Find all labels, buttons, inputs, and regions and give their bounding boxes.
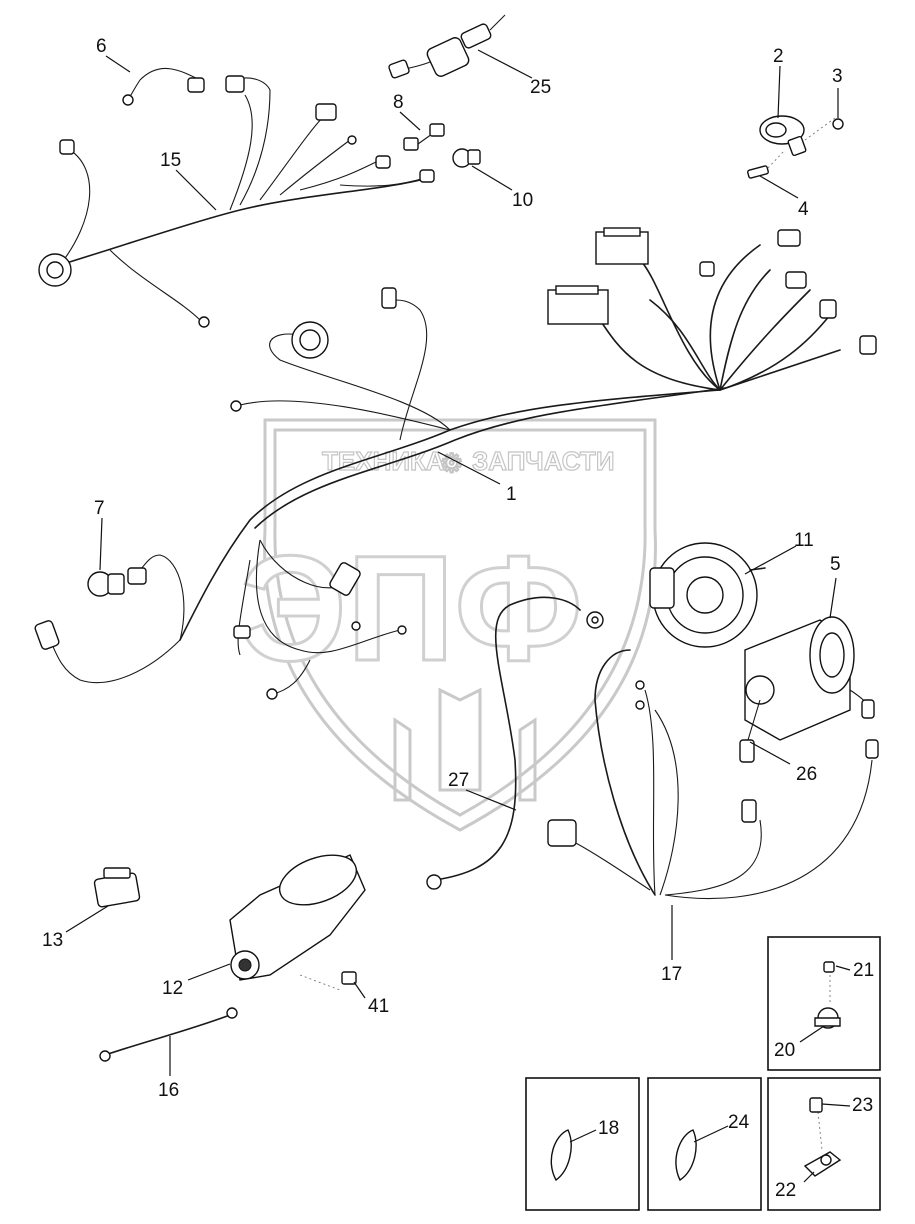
starter-motor-12 xyxy=(229,854,366,991)
inset-box-tie-24 xyxy=(647,1077,762,1211)
callout-23: 23 xyxy=(852,1095,873,1116)
inset-box-clamp xyxy=(767,936,881,1071)
harness-17 xyxy=(547,649,879,900)
leader-lines xyxy=(65,49,851,1183)
main-harness xyxy=(47,244,841,696)
connector-block-lower xyxy=(547,289,609,325)
clamp-20 xyxy=(814,975,841,1029)
watermark-brand-right: ЗАПЧАСТИ xyxy=(472,446,615,476)
callout-25: 25 xyxy=(530,77,551,98)
sensor-8 xyxy=(403,123,445,151)
callout-15: 15 xyxy=(160,150,181,171)
callout-2: 2 xyxy=(773,46,784,67)
callout-24: 24 xyxy=(728,1112,750,1133)
callout-18: 18 xyxy=(598,1118,619,1139)
callout-labels: 6 2 3 4 8 10 25 15 1 7 11 5 26 27 17 13 … xyxy=(42,36,874,1201)
ac-compressor-5 xyxy=(739,616,875,763)
connector-17 xyxy=(547,819,577,847)
callout-11: 11 xyxy=(794,530,814,551)
cable-tie-24 xyxy=(675,1129,697,1182)
harness-1-connectors xyxy=(34,227,877,700)
relay-13 xyxy=(93,867,141,908)
callout-22: 22 xyxy=(775,1180,796,1201)
callout-13: 13 xyxy=(42,930,63,951)
wheat-emblem-icon xyxy=(393,687,537,802)
callout-6: 6 xyxy=(96,36,107,57)
screw-23 xyxy=(809,1097,823,1113)
callout-26: 26 xyxy=(796,764,817,785)
callout-7: 7 xyxy=(94,498,105,519)
callout-12: 12 xyxy=(162,978,183,999)
harness-15 xyxy=(38,67,435,328)
watermark: ТЕХНИКА ⚙ ЗАПЧАСТИ ЭПФ xyxy=(239,418,657,832)
callout-5: 5 xyxy=(830,554,841,575)
solenoid-25 xyxy=(388,14,506,79)
callout-3: 3 xyxy=(832,66,843,87)
callout-1: 1 xyxy=(506,484,517,505)
callout-16: 16 xyxy=(158,1080,179,1101)
cable-tie-18 xyxy=(550,1129,572,1182)
nut-3 xyxy=(832,118,844,130)
alternator-11 xyxy=(649,542,766,648)
cable-27 xyxy=(426,596,604,890)
callout-21: 21 xyxy=(853,960,874,981)
horn-2 xyxy=(747,115,844,179)
connector-block-upper xyxy=(595,231,649,265)
callout-17: 17 xyxy=(661,964,682,985)
callout-41: 41 xyxy=(368,996,389,1017)
bracket-22 xyxy=(803,1111,842,1177)
callout-4: 4 xyxy=(798,199,809,220)
callout-20: 20 xyxy=(774,1040,795,1061)
watermark-monogram: ЭПФ xyxy=(240,524,583,692)
bolt-41 xyxy=(341,971,357,985)
callout-10: 10 xyxy=(512,190,533,211)
inset-box-bracket xyxy=(767,1077,881,1211)
callout-8: 8 xyxy=(393,92,404,113)
bolt-4 xyxy=(747,165,769,179)
sensor-10 xyxy=(452,148,481,168)
callout-27: 27 xyxy=(448,770,469,791)
inset-box-tie-18 xyxy=(525,1077,640,1211)
cable-16 xyxy=(99,1007,238,1062)
screw-21 xyxy=(823,961,835,973)
switch-7 xyxy=(87,567,147,597)
